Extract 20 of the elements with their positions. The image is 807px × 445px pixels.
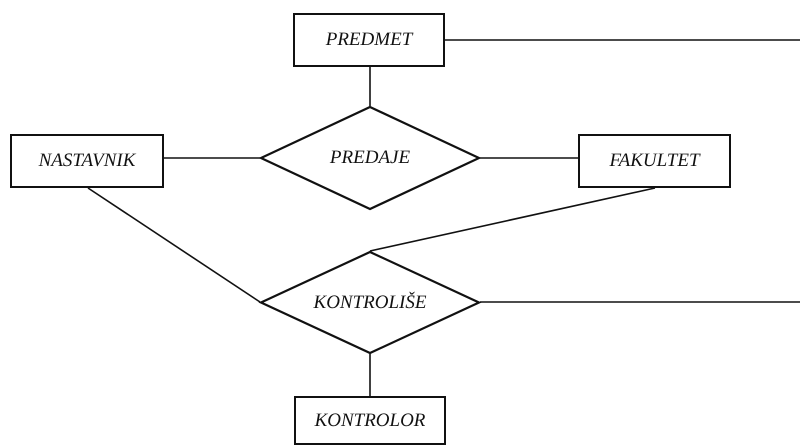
connector-line: [480, 157, 578, 159]
entity-name: NASTAVNIK: [38, 150, 136, 172]
entity-name: PREDMET: [326, 29, 412, 51]
entity-box: [294, 396, 446, 445]
relationship-name: KONTROLIŠE: [314, 292, 426, 314]
connector-line: [369, 67, 371, 106]
connector-line: [164, 157, 260, 159]
relationship-diamond: [260, 106, 480, 210]
relationship-diamond: [260, 251, 480, 354]
entity-box: [10, 134, 164, 188]
entity-box: [578, 134, 731, 188]
connector-line: [369, 354, 371, 396]
entity-name: FAKULTET: [609, 150, 700, 172]
connector-line: [480, 301, 800, 303]
entity-name: KONTROLOR: [314, 410, 426, 432]
connector-line: [445, 39, 800, 41]
entity-box: [293, 13, 445, 67]
relationship-name: PREDAJE: [330, 147, 410, 169]
connector-line: [370, 187, 656, 252]
connector-line: [88, 187, 260, 303]
